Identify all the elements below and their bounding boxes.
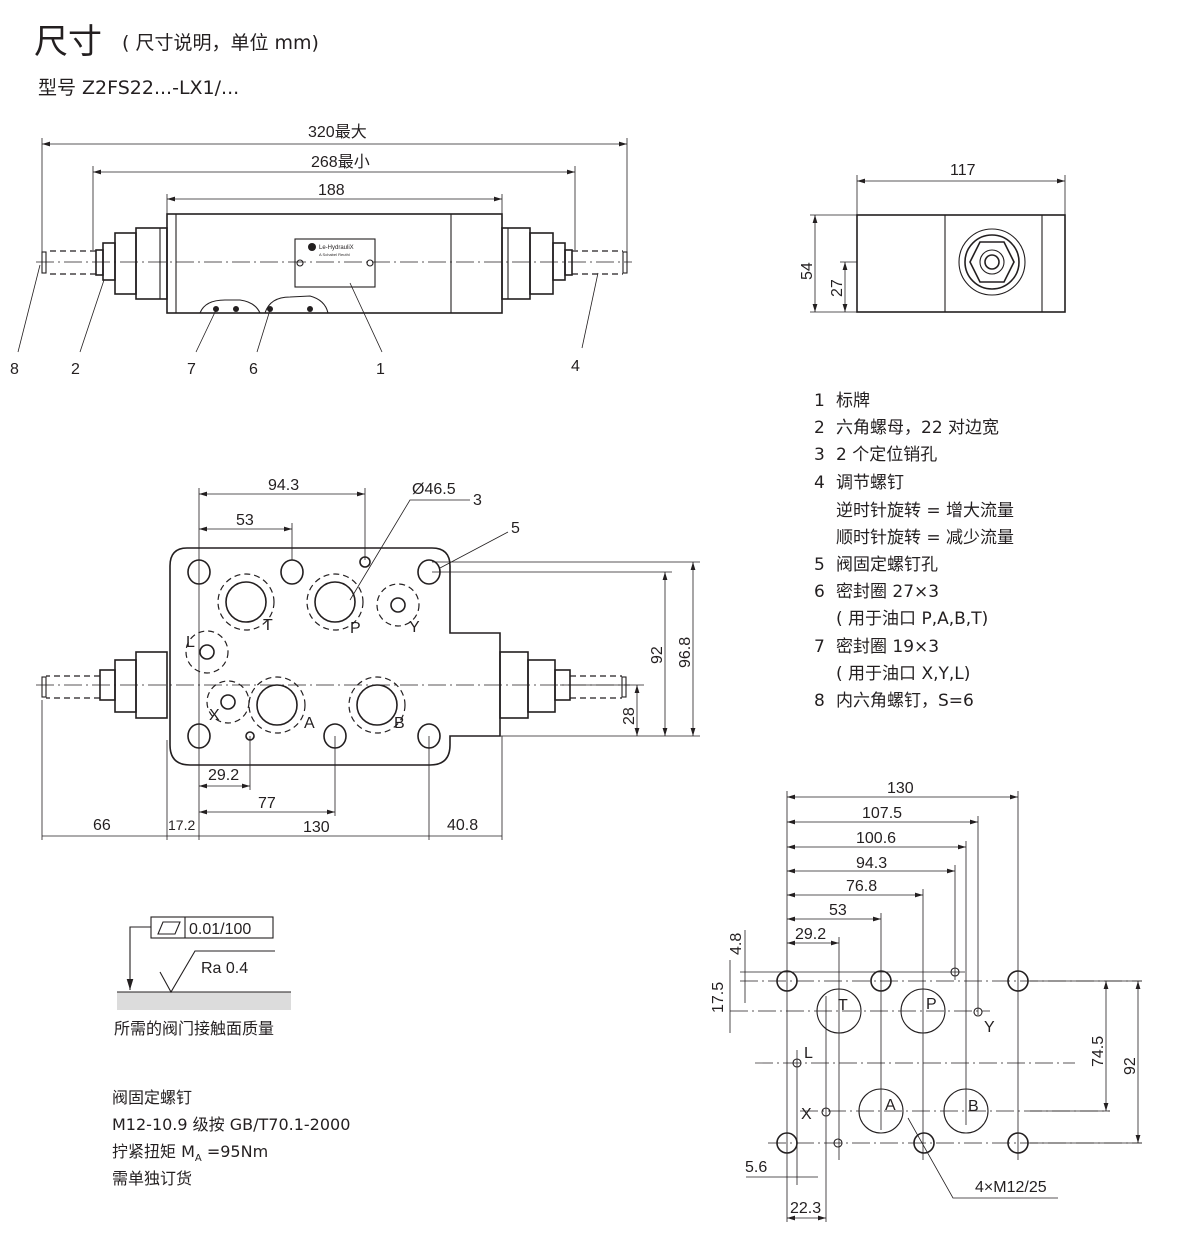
pattern-thread-spec: 4×M12/25 <box>975 1179 1047 1196</box>
surface-caption: 所需的阀门接触面质量 <box>114 1019 275 1038</box>
top-view: 320最大 268最小 188 Le-HydrauliX A Schabel R… <box>10 123 632 378</box>
callout-5: 5 <box>511 520 520 537</box>
port-L: L <box>186 634 195 651</box>
bottom-view: T P Y L X A B 94.3 53 Ø46.5 3 5 92 96.8 … <box>36 477 700 840</box>
pattern-dim-29-2: 29.2 <box>795 926 826 943</box>
legend-text: 调节螺钉 <box>836 473 904 493</box>
pattern-port-B: B <box>968 1098 979 1115</box>
dim-92: 92 <box>649 646 666 664</box>
legend-text: ( 用于油口 P,A,B,T) <box>836 609 989 629</box>
pattern-dim-17-5: 17.5 <box>710 982 727 1013</box>
callout-2: 2 <box>71 361 80 378</box>
torque-value: =95Nm <box>201 1142 269 1161</box>
nameplate-sub: A Schabel Reuthl <box>319 252 350 257</box>
legend-number: 2 <box>814 418 825 438</box>
callout-6: 6 <box>249 361 258 378</box>
valve-body <box>166 213 503 314</box>
pattern-dim-94-3: 94.3 <box>856 855 887 872</box>
dim-dia-46-5: Ø46.5 <box>412 481 456 498</box>
legend-text: 标牌 <box>836 391 870 411</box>
port-A: A <box>304 715 315 732</box>
legend-number: 3 <box>814 445 825 465</box>
dim-53: 53 <box>236 512 254 529</box>
dim-96-8: 96.8 <box>677 637 694 668</box>
dim-27: 27 <box>829 279 846 297</box>
port-X: X <box>209 707 220 724</box>
pattern-dim-92: 92 <box>1122 1057 1139 1075</box>
pattern-port-T: T <box>838 997 848 1014</box>
model-label: 型号 Z2FS22...-LX1/... <box>38 77 240 99</box>
legend-number: 8 <box>814 691 825 711</box>
screw-note-title: 阀固定螺钉 <box>112 1088 193 1107</box>
dim-66: 66 <box>93 817 111 834</box>
pattern-dim-5-6: 5.6 <box>745 1159 767 1176</box>
dim-54: 54 <box>799 262 816 280</box>
mounting-pattern: 130 107.5 100.6 94.3 76.8 53 29.2 T P Y … <box>710 780 1142 1222</box>
dim-188: 188 <box>318 182 345 199</box>
callout-7: 7 <box>187 361 196 378</box>
legend-text: 内六角螺钉，S=6 <box>836 691 974 711</box>
legend-number: 1 <box>814 391 825 411</box>
callout-4: 4 <box>571 358 580 375</box>
dim-28: 28 <box>621 707 638 725</box>
dim-94-3: 94.3 <box>268 477 299 494</box>
pattern-dim-130: 130 <box>887 780 914 797</box>
legend-text: 顺时针旋转 = 减少流量 <box>836 528 1015 548</box>
pattern-dim-4-8: 4.8 <box>728 933 745 955</box>
dim-268-min: 268最小 <box>311 153 370 171</box>
page-title: 尺寸 <box>34 22 102 62</box>
pattern-dim-22-3: 22.3 <box>790 1200 821 1217</box>
callout-1: 1 <box>376 361 385 378</box>
pattern-port-L: L <box>804 1045 813 1062</box>
nameplate-brand: Le-HydrauliX <box>319 245 354 251</box>
pattern-port-A: A <box>885 1097 896 1114</box>
pattern-port-Y: Y <box>984 1019 995 1036</box>
legend-text: 密封圈 27×3 <box>836 582 940 602</box>
surface-quality-symbol: 0.01/100 Ra 0.4 <box>117 916 291 1010</box>
roughness-value: Ra 0.4 <box>201 960 248 977</box>
callout-3: 3 <box>473 492 482 509</box>
dim-130: 130 <box>303 819 330 836</box>
legend-text: 密封圈 19×3 <box>836 637 940 657</box>
pattern-port-X: X <box>801 1106 812 1123</box>
port-T: T <box>263 617 273 634</box>
screw-note-order: 需单独订货 <box>112 1169 193 1188</box>
flatness-icon <box>157 921 181 935</box>
port-P: P <box>350 620 361 637</box>
legend-number: 4 <box>814 473 825 493</box>
dim-320-max: 320最大 <box>308 123 367 141</box>
pattern-dim-53: 53 <box>829 902 847 919</box>
legend-number: 5 <box>814 555 825 575</box>
pattern-dim-76-8: 76.8 <box>846 878 877 895</box>
pattern-dim-107-5: 107.5 <box>862 805 902 822</box>
callout-8: 8 <box>10 361 19 378</box>
dim-40-8: 40.8 <box>447 817 478 834</box>
legend-text: 阀固定螺钉孔 <box>836 555 938 575</box>
legend-text: 逆时针旋转 = 增大流量 <box>836 501 1015 521</box>
legend-number: 7 <box>814 637 825 657</box>
legend-number: 6 <box>814 582 825 602</box>
pattern-dim-74-5: 74.5 <box>1090 1036 1107 1067</box>
dim-29-2: 29.2 <box>208 767 239 784</box>
dim-117: 117 <box>950 162 976 179</box>
port-Y: Y <box>409 619 420 636</box>
side-view: 117 54 27 <box>799 162 1066 313</box>
dim-17-2: 17.2 <box>168 817 195 833</box>
torque-subscript: A <box>194 1153 202 1165</box>
pattern-port-P: P <box>926 996 937 1013</box>
screw-note-torque: 拧紧扭矩 MA =95Nm <box>112 1138 268 1164</box>
legend-text: 六角螺母，22 对边宽 <box>836 418 1000 438</box>
torque-label: 拧紧扭矩 M <box>112 1142 195 1161</box>
legend-text: 2 个定位销孔 <box>836 445 938 465</box>
pattern-dim-100-6: 100.6 <box>856 830 896 847</box>
nameplate <box>294 238 376 288</box>
screw-note-spec: M12-10.9 级按 GB/T70.1-2000 <box>112 1115 351 1134</box>
page-subtitle: ( 尺寸说明，单位 mm) <box>122 32 319 54</box>
port-B: B <box>394 715 405 732</box>
legend-text: ( 用于油口 X,Y,L) <box>836 664 971 684</box>
dim-77: 77 <box>258 795 276 812</box>
flatness-value: 0.01/100 <box>189 921 251 938</box>
